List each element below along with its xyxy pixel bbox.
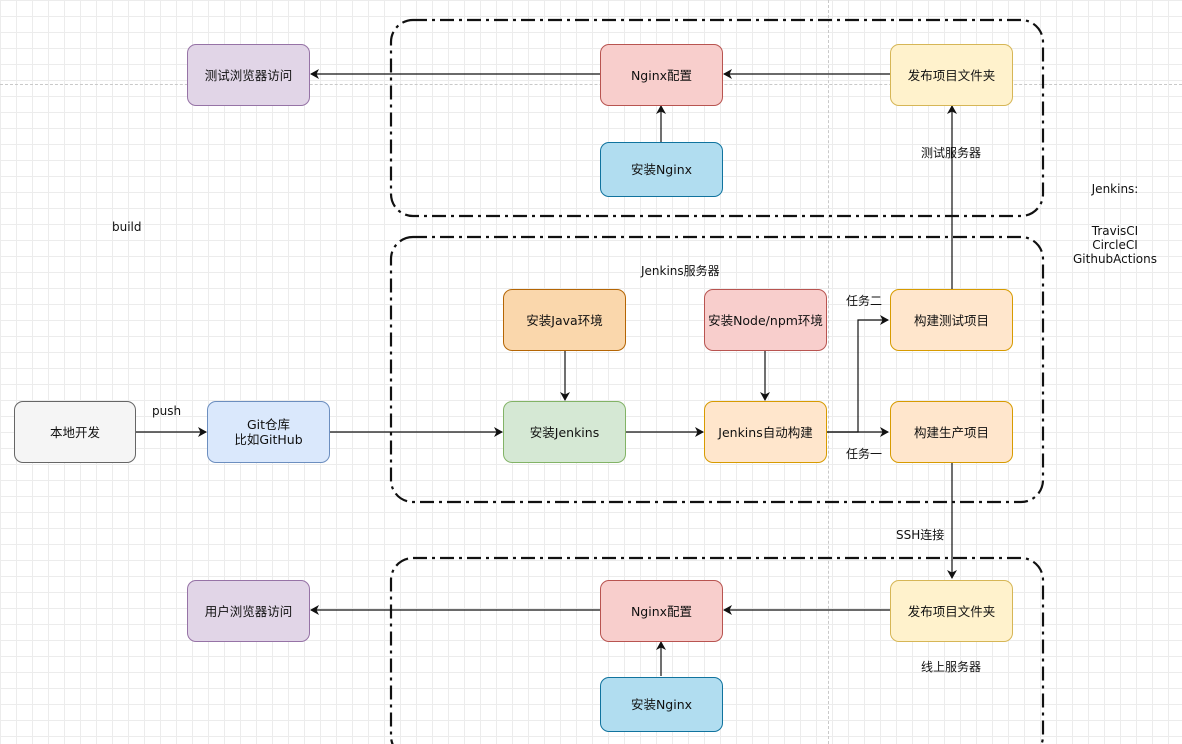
install-node-npm-node[interactable]: 安装Node/npm环境: [704, 289, 827, 351]
ci-tools-note: Jenkins: TravisCI CircleCI GithubActions: [1070, 182, 1160, 266]
grid-guide-horizontal: [0, 84, 1182, 85]
ci-tool-item: GithubActions: [1073, 252, 1157, 266]
install-jenkins-node[interactable]: 安装Jenkins: [503, 401, 626, 463]
grid-guide-vertical: [828, 0, 829, 744]
task-two-label: 任务二: [846, 294, 883, 308]
test-install-nginx-node[interactable]: 安装Nginx: [600, 142, 723, 197]
test-server-group: [389, 18, 1045, 218]
test-nginx-config-node[interactable]: Nginx配置: [600, 44, 723, 106]
ci-tool-item: CircleCI: [1092, 238, 1138, 252]
edge-build-to-test: [827, 315, 889, 433]
prod-server-label: 线上服务器: [921, 660, 982, 674]
local-dev-node[interactable]: 本地开发: [14, 401, 136, 463]
user-browser-node[interactable]: 用户浏览器访问: [187, 580, 310, 642]
ssh-label: SSH连接: [896, 528, 945, 542]
build-prod-project-node[interactable]: 构建生产项目: [890, 401, 1013, 463]
ci-tool-item: TravisCI: [1091, 224, 1139, 238]
jenkins-server-group: [389, 235, 1045, 504]
build-label: build: [112, 220, 142, 234]
jenkins-auto-build-node[interactable]: Jenkins自动构建: [704, 401, 827, 463]
git-repo-node[interactable]: Git仓库 比如GitHub: [207, 401, 330, 463]
push-label: push: [152, 404, 182, 418]
install-java-node[interactable]: 安装Java环境: [503, 289, 626, 351]
build-test-project-node[interactable]: 构建测试项目: [890, 289, 1013, 351]
test-server-label: 测试服务器: [921, 146, 982, 160]
prod-server-group: [389, 556, 1045, 744]
test-browser-node[interactable]: 测试浏览器访问: [187, 44, 310, 106]
test-publish-folder-node[interactable]: 发布项目文件夹: [890, 44, 1013, 106]
jenkins-server-label: Jenkins服务器: [641, 264, 720, 278]
prod-install-nginx-node[interactable]: 安装Nginx: [600, 677, 723, 732]
prod-publish-folder-node[interactable]: 发布项目文件夹: [890, 580, 1013, 642]
ci-tools-title: Jenkins:: [1091, 182, 1139, 196]
prod-nginx-config-node[interactable]: Nginx配置: [600, 580, 723, 642]
task-one-label: 任务一: [846, 447, 883, 461]
